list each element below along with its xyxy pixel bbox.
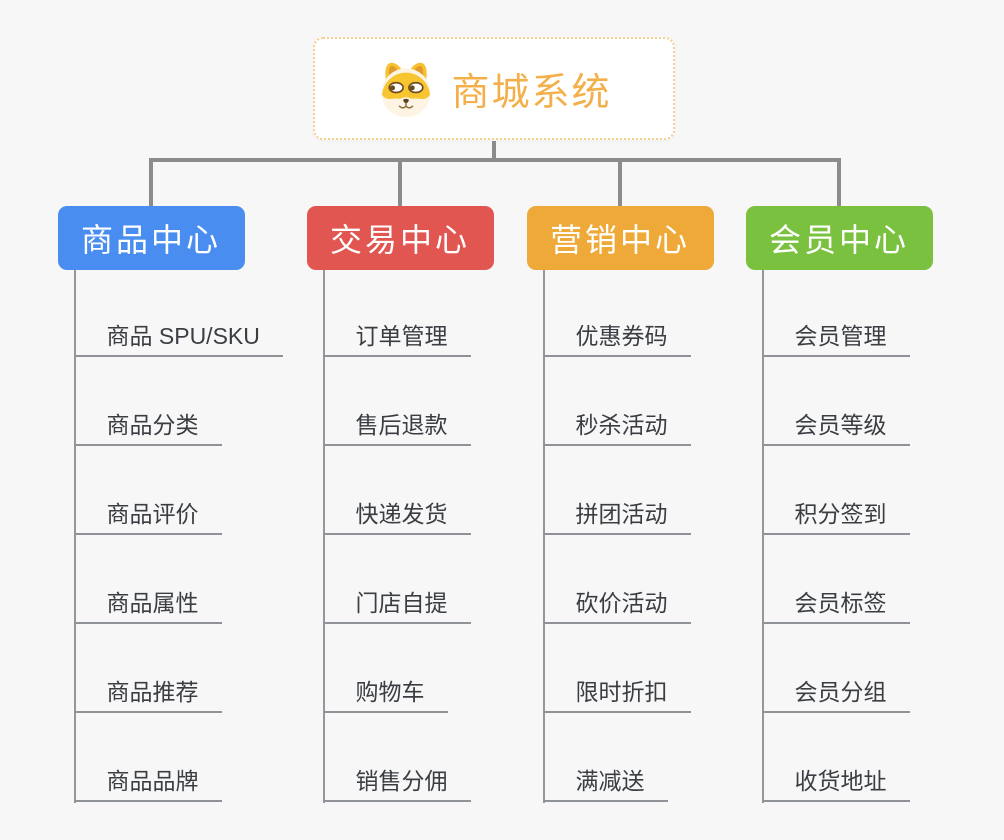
branch-drop-line — [398, 158, 402, 206]
connector-rail — [149, 158, 841, 162]
branch-item[interactable]: 商品分类 — [73, 414, 222, 446]
branch-item[interactable]: 售后退款 — [322, 414, 471, 446]
branch-header-1[interactable]: 商品中心 — [57, 206, 245, 270]
branch-item[interactable]: 拼团活动 — [542, 503, 691, 535]
branch-drop-line — [149, 158, 153, 206]
branch-item[interactable]: 销售分佣 — [322, 770, 471, 802]
branch-drop-line — [837, 158, 841, 206]
branch-item[interactable]: 优惠券码 — [542, 325, 691, 357]
branch-header-3[interactable]: 营销中心 — [526, 206, 714, 270]
branch-column-line — [542, 270, 545, 803]
branch-item[interactable]: 商品评价 — [73, 503, 222, 535]
dog-face-icon — [376, 59, 436, 119]
branch-item[interactable]: 会员等级 — [761, 414, 910, 446]
branch-drop-line — [618, 158, 622, 206]
branch-item[interactable]: 门店自提 — [322, 592, 471, 624]
root-connector-stub — [492, 141, 496, 162]
branch-item[interactable]: 商品 SPU/SKU — [73, 325, 283, 357]
branch-item[interactable]: 会员分组 — [761, 681, 910, 713]
branch-item[interactable]: 会员管理 — [761, 325, 910, 357]
branch-item[interactable]: 商品属性 — [73, 592, 222, 624]
branch-item[interactable]: 限时折扣 — [542, 681, 691, 713]
branch-header-2[interactable]: 交易中心 — [306, 206, 494, 270]
branch-column-line — [73, 270, 76, 803]
branch-header-4[interactable]: 会员中心 — [745, 206, 933, 270]
branch-item[interactable]: 快递发货 — [322, 503, 471, 535]
branch-item[interactable]: 商品品牌 — [73, 770, 222, 802]
branch-item[interactable]: 会员标签 — [761, 592, 910, 624]
branch-column-line — [761, 270, 764, 803]
branch-item[interactable]: 满减送 — [542, 770, 668, 802]
branch-item[interactable]: 砍价活动 — [542, 592, 691, 624]
branch-item[interactable]: 积分签到 — [761, 503, 910, 535]
branch-column-line — [322, 270, 325, 803]
branch-item[interactable]: 购物车 — [322, 681, 448, 713]
root-title: 商城系统 — [451, 72, 612, 114]
branch-item[interactable]: 订单管理 — [322, 325, 471, 357]
branch-item[interactable]: 收货地址 — [761, 770, 910, 802]
branch-item[interactable]: 秒杀活动 — [542, 414, 691, 446]
branch-item[interactable]: 商品推荐 — [73, 681, 222, 713]
root-node[interactable]: 商城系统 — [313, 37, 675, 140]
